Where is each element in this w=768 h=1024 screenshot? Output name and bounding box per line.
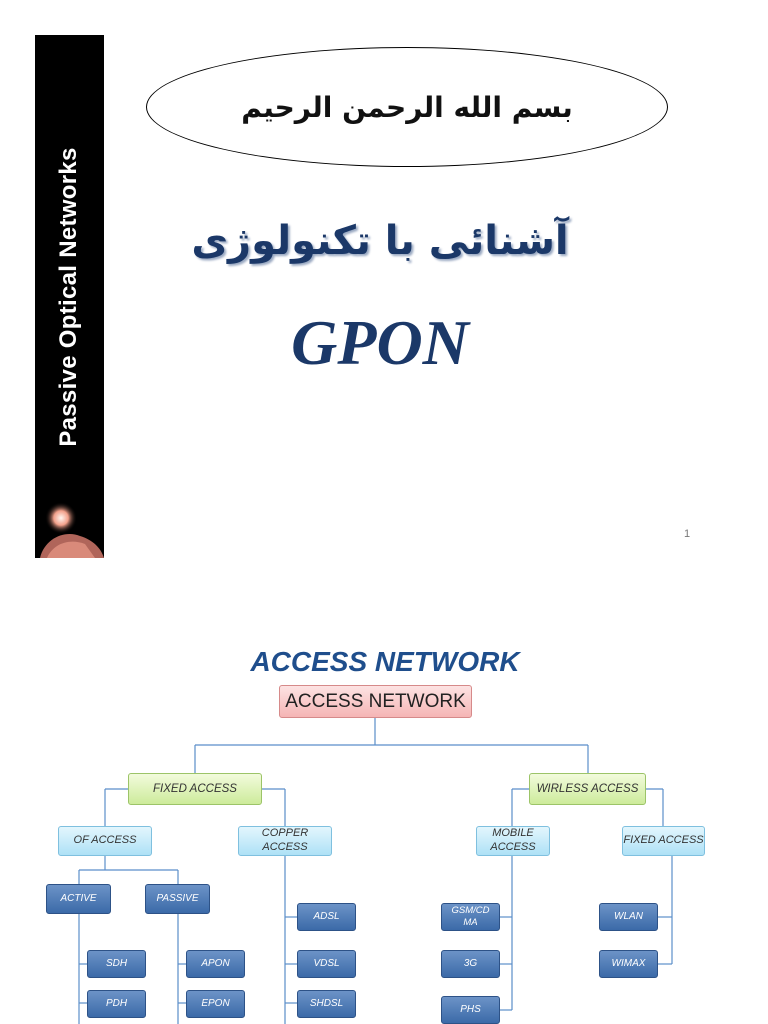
active-box: ACTIVE — [46, 884, 111, 914]
wimax-box: WIMAX — [599, 950, 658, 978]
access-network-root-box: ACCESS NETWORK — [279, 685, 472, 718]
wireless-access-box: WIRLESS ACCESS — [529, 773, 646, 805]
3g-box: 3G — [441, 950, 500, 978]
shdsl-box: SHDSL — [297, 990, 356, 1018]
passive-box: PASSIVE — [145, 884, 210, 914]
fixed-access-box: FIXED ACCESS — [128, 773, 262, 805]
copper-access-box: COPPER ACCESS — [238, 826, 332, 856]
fixed-wireless-access-box: FIXED ACCESS — [622, 826, 705, 856]
mobile-access-box: MOBILE ACCESS — [476, 826, 550, 856]
sdh-box: SDH — [87, 950, 146, 978]
pdh-box: PDH — [87, 990, 146, 1018]
wlan-box: WLAN — [599, 903, 658, 931]
vdsl-box: VDSL — [297, 950, 356, 978]
of-access-box: OF ACCESS — [58, 826, 152, 856]
phs-box: PHS — [441, 996, 500, 1024]
epon-box: EPON — [186, 990, 245, 1018]
gsm-cdma-box: GSM/CD MA — [441, 903, 500, 931]
adsl-box: ADSL — [297, 903, 356, 931]
apon-box: APON — [186, 950, 245, 978]
